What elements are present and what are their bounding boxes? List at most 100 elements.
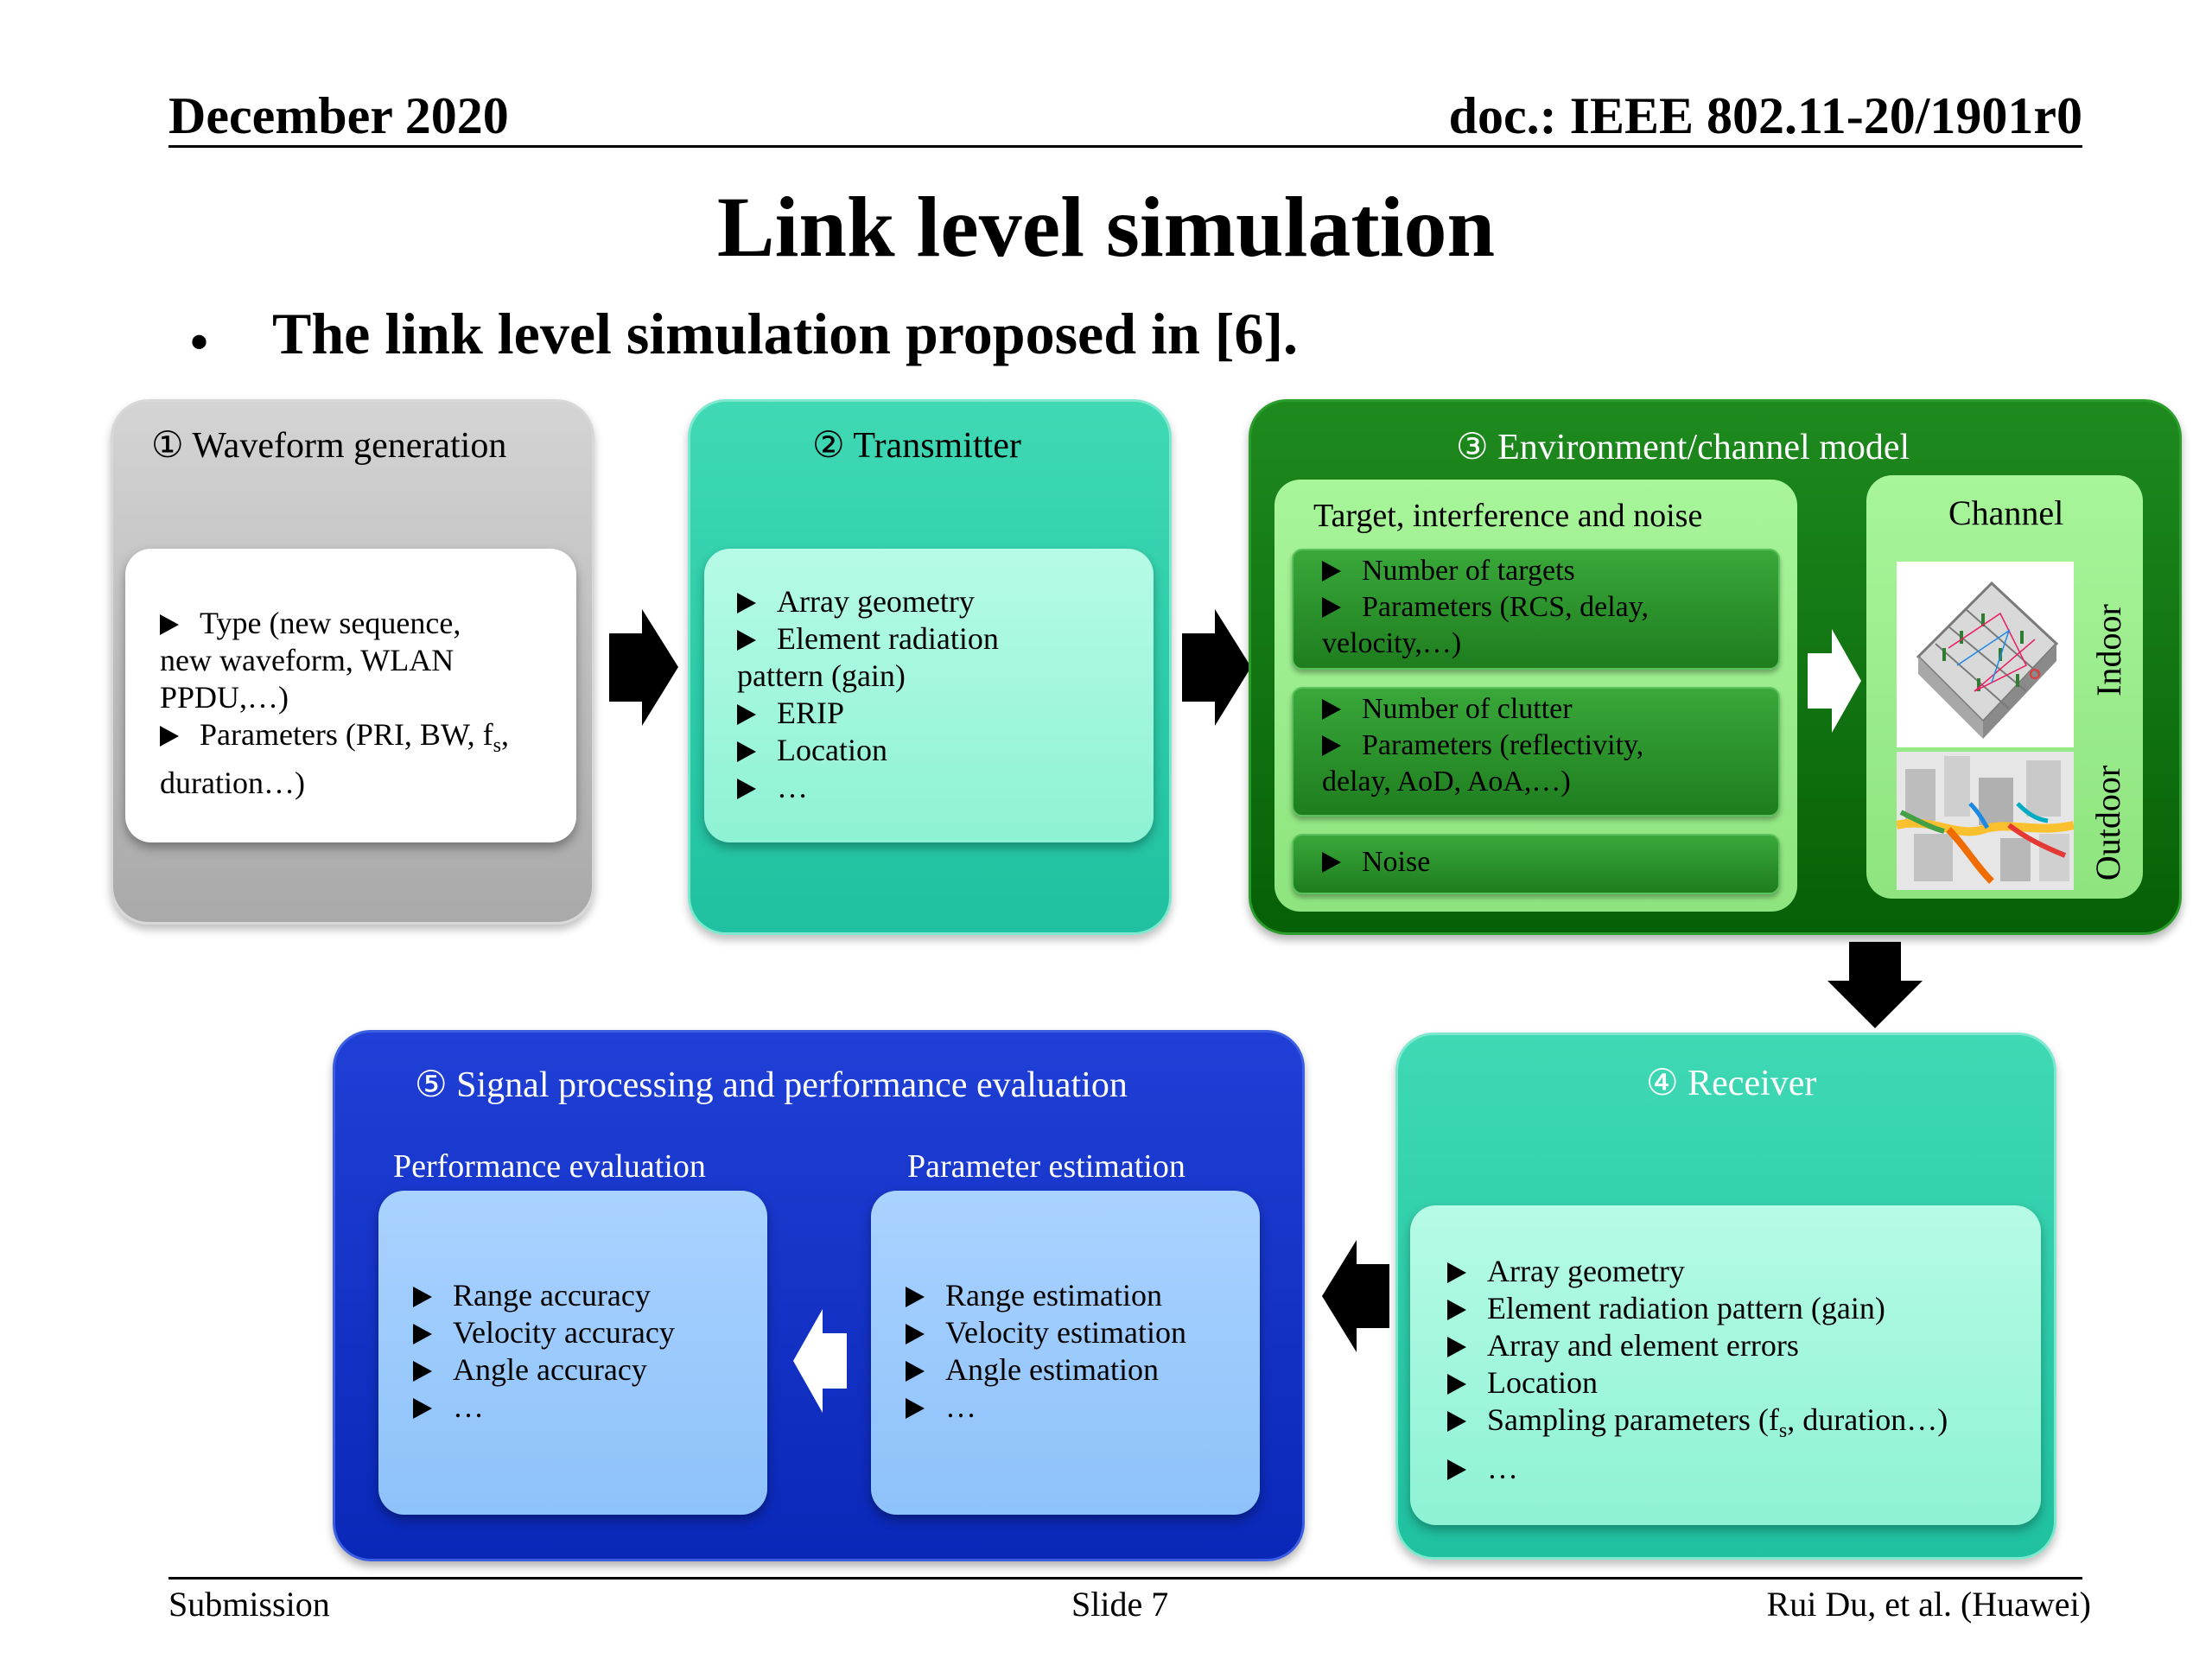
footer-rule bbox=[168, 1577, 2082, 1580]
list-item: Parameters (reflectivity, bbox=[1322, 728, 1643, 764]
triangle-bullet-icon bbox=[1322, 597, 1341, 618]
triangle-bullet-icon bbox=[1447, 1262, 1466, 1283]
list-item: … bbox=[906, 1389, 1186, 1426]
targets-list: Number of targets Parameters (RCS, delay… bbox=[1322, 553, 1649, 662]
triangle-bullet-icon bbox=[1447, 1411, 1466, 1432]
indoor-label: Indoor bbox=[2088, 604, 2128, 696]
header-doc-id: doc.: IEEE 802.11-20/1901r0 bbox=[1448, 87, 2082, 144]
targets-group bbox=[1292, 549, 1780, 670]
triangle-bullet-icon bbox=[413, 1361, 432, 1382]
list-item: velocity,…) bbox=[1322, 627, 1462, 659]
list-item: Velocity accuracy bbox=[413, 1314, 675, 1351]
list-item: Location bbox=[1447, 1364, 1948, 1402]
triangle-bullet-icon bbox=[737, 779, 756, 799]
bullet-dot: • bbox=[190, 314, 209, 371]
bullet-text: The link level simulation proposed in [6… bbox=[272, 301, 1299, 366]
list-item: Array geometry bbox=[1447, 1253, 1948, 1290]
list-item: Number of clutter bbox=[1322, 691, 1643, 728]
list-item: … bbox=[413, 1389, 675, 1426]
target-interference-title: Target, interference and noise bbox=[1313, 498, 1703, 534]
indoor-label-wrap: Indoor bbox=[2088, 557, 2128, 743]
list-item: Type (new sequence, bbox=[160, 605, 509, 642]
waveform-generation-title: ① Waveform generation bbox=[151, 426, 507, 466]
list-item: Parameters (RCS, delay, bbox=[1322, 589, 1649, 626]
triangle-bullet-icon bbox=[1447, 1337, 1466, 1357]
arrow-down-icon bbox=[1827, 942, 1923, 1028]
triangle-bullet-icon bbox=[1447, 1374, 1466, 1395]
slide-title: Link level simulation bbox=[716, 179, 1496, 275]
transmitter-title: ② Transmitter bbox=[812, 426, 1021, 466]
triangle-bullet-icon bbox=[160, 726, 179, 747]
triangle-bullet-icon bbox=[1322, 735, 1341, 756]
performance-evaluation-title: Performance evaluation bbox=[393, 1148, 706, 1185]
arrow-right-icon bbox=[1182, 609, 1251, 726]
list-item: PPDU,…) bbox=[160, 680, 289, 715]
arrow-left-icon bbox=[1322, 1240, 1389, 1352]
list-item: delay, AoD, AoA,…) bbox=[1322, 766, 1571, 798]
triangle-bullet-icon bbox=[1322, 852, 1341, 873]
performance-evaluation-panel bbox=[378, 1191, 767, 1515]
header-rule bbox=[168, 145, 2082, 148]
triangle-bullet-icon bbox=[906, 1324, 925, 1344]
triangle-bullet-icon bbox=[906, 1361, 925, 1382]
noise-list: Noise bbox=[1322, 844, 1430, 880]
indoor-scene-image bbox=[1897, 562, 2074, 747]
list-item: Angle accuracy bbox=[413, 1351, 675, 1389]
triangle-bullet-icon bbox=[737, 741, 756, 762]
triangle-bullet-icon bbox=[737, 630, 756, 651]
receiver-title: ④ Receiver bbox=[1646, 1064, 1817, 1103]
transmitter-list: Array geometry Element radiation pattern… bbox=[737, 583, 999, 806]
footer-author: Rui Du, et al. (Huawei) bbox=[1766, 1585, 2091, 1624]
list-item: Noise bbox=[1322, 844, 1430, 880]
triangle-bullet-icon bbox=[413, 1287, 432, 1307]
clutter-list: Number of clutter Parameters (reflectivi… bbox=[1322, 691, 1643, 800]
list-item: Number of targets bbox=[1322, 553, 1649, 589]
list-item: Velocity estimation bbox=[906, 1314, 1186, 1351]
noise-group bbox=[1292, 834, 1780, 894]
receiver-panel bbox=[1410, 1205, 2041, 1525]
list-item: Sampling parameters (fs, duration…) bbox=[1447, 1402, 1948, 1450]
list-item: Array and element errors bbox=[1447, 1327, 1948, 1364]
list-item: Location bbox=[737, 732, 999, 769]
triangle-bullet-icon bbox=[1447, 1459, 1466, 1481]
triangle-bullet-icon bbox=[906, 1287, 925, 1307]
triangle-bullet-icon bbox=[160, 614, 179, 635]
footer-slide-number: Slide 7 bbox=[1071, 1585, 1169, 1624]
triangle-bullet-icon bbox=[906, 1398, 925, 1419]
environment-channel-title: ③ Environment/channel model bbox=[1456, 428, 1910, 467]
list-item: Range accuracy bbox=[413, 1277, 675, 1314]
channel-title: Channel bbox=[1948, 493, 2064, 532]
outdoor-scene-image bbox=[1897, 752, 2074, 890]
list-item: Parameters (PRI, BW, fs, bbox=[160, 716, 509, 765]
outdoor-label: Outdoor bbox=[2088, 765, 2128, 881]
clutter-group bbox=[1292, 687, 1780, 817]
transmitter-panel bbox=[704, 549, 1154, 842]
performance-evaluation-list: Range accuracy Velocity accuracy Angle a… bbox=[413, 1277, 675, 1426]
parameter-estimation-panel bbox=[871, 1191, 1260, 1515]
list-item: Range estimation bbox=[906, 1277, 1186, 1314]
triangle-bullet-icon bbox=[1447, 1300, 1466, 1320]
waveform-generation-panel bbox=[125, 549, 576, 842]
list-item: … bbox=[1447, 1450, 1948, 1487]
list-item: pattern (gain) bbox=[737, 658, 906, 693]
triangle-bullet-icon bbox=[413, 1398, 432, 1419]
triangle-bullet-icon bbox=[737, 704, 756, 725]
footer-submission: Submission bbox=[168, 1585, 330, 1624]
arrow-right-icon bbox=[1808, 629, 1861, 733]
list-item: … bbox=[737, 769, 999, 806]
list-item: Element radiation pattern (gain) bbox=[1447, 1290, 1948, 1327]
parameter-estimation-list: Range estimation Velocity estimation Ang… bbox=[906, 1277, 1186, 1426]
signal-processing-title: ⑤ Signal processing and performance eval… bbox=[415, 1065, 1128, 1105]
triangle-bullet-icon bbox=[737, 593, 756, 613]
header-date: December 2020 bbox=[168, 87, 509, 144]
triangle-bullet-icon bbox=[1322, 561, 1341, 582]
list-item: Angle estimation bbox=[906, 1351, 1186, 1389]
list-item: duration…) bbox=[160, 766, 305, 801]
list-item: Array geometry bbox=[737, 583, 999, 620]
list-item: ERIP bbox=[737, 695, 999, 732]
triangle-bullet-icon bbox=[1322, 699, 1341, 720]
triangle-bullet-icon bbox=[413, 1324, 432, 1344]
list-item: new waveform, WLAN bbox=[160, 643, 454, 677]
waveform-generation-list: Type (new sequence, new waveform, WLAN P… bbox=[160, 605, 509, 802]
arrow-left-icon bbox=[793, 1309, 847, 1413]
